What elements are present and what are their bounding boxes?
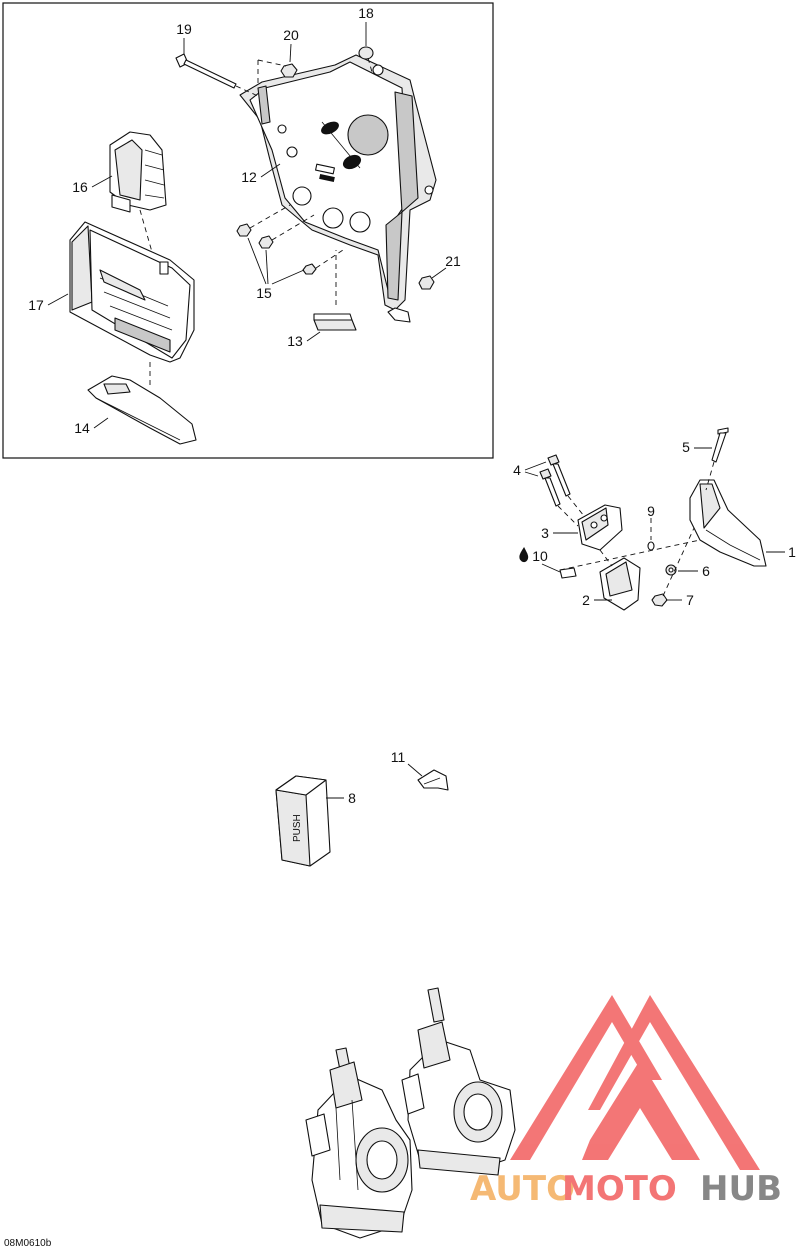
svg-text:2: 2: [582, 592, 590, 608]
callout-21: 21: [431, 253, 461, 279]
watermark-triangle-logo: [510, 995, 760, 1170]
watermark-text-hub: HUB: [700, 1169, 782, 1209]
callout-17: 17: [28, 293, 69, 313]
svg-text:8: 8: [348, 790, 356, 806]
callout-11: 11: [391, 749, 423, 777]
svg-text:4: 4: [513, 462, 521, 478]
part-20-nut: [257, 59, 298, 84]
part-18-nut: [358, 46, 374, 73]
svg-text:PUSH: PUSH: [292, 814, 303, 842]
svg-text:12: 12: [241, 169, 257, 185]
cable: [286, 567, 577, 1081]
svg-text:7: 7: [686, 592, 694, 608]
svg-text:9: 9: [647, 503, 655, 519]
callout-18: 18: [358, 5, 374, 46]
callout-16: 16: [72, 175, 113, 195]
callout-8: 8: [326, 790, 356, 806]
watermark-text-auto: AUTO: [470, 1169, 575, 1209]
callout-6: 6: [678, 563, 710, 579]
svg-text:11: 11: [391, 749, 406, 765]
svg-text:13: 13: [287, 333, 303, 349]
part-5-pin: [705, 427, 729, 491]
callout-2: 2: [582, 592, 612, 608]
part-13-pad: [313, 250, 357, 331]
svg-text:16: 16: [72, 179, 88, 195]
part-7-nut: [651, 527, 695, 607]
part-8-junction-box: PUSH: [275, 775, 331, 867]
part-3-housing: [577, 504, 623, 551]
svg-text:3: 3: [541, 525, 549, 541]
part-19-bolt: [175, 53, 259, 97]
lubricant-drop-icon: [519, 547, 529, 562]
drawing-code: 08M0610b: [4, 1238, 52, 1249]
svg-text:21: 21: [445, 253, 461, 269]
part-11-clip: [417, 769, 449, 791]
svg-text:5: 5: [682, 439, 690, 455]
svg-text:18: 18: [358, 5, 374, 21]
svg-text:1: 1: [788, 544, 796, 560]
callout-10: 10: [519, 547, 561, 573]
callout-4: 4: [513, 461, 547, 478]
part-14-tray: [87, 375, 197, 445]
callout-5: 5: [682, 439, 712, 455]
inset-frame: [2, 2, 494, 459]
svg-text:17: 17: [28, 297, 44, 313]
svg-text:19: 19: [176, 21, 192, 37]
callout-13: 13: [287, 331, 321, 349]
part-2-lower-housing: [599, 549, 641, 611]
part-1-lever: [689, 479, 785, 567]
callout-12: 12: [241, 163, 281, 185]
part-6-washer: [665, 564, 677, 576]
callout-20: 20: [283, 27, 299, 63]
part-17-control-module: [69, 221, 195, 388]
svg-text:15: 15: [256, 285, 272, 301]
callout-1: 1: [788, 544, 796, 560]
svg-text:6: 6: [702, 563, 710, 579]
callout-14: 14: [74, 417, 109, 436]
part-4-screws: [539, 454, 585, 527]
callout-3: 3: [541, 525, 578, 541]
svg-text:20: 20: [283, 27, 299, 43]
part-12-bracket-plate: [239, 54, 437, 323]
callout-19: 19: [176, 21, 192, 54]
part-15-nuts: [236, 204, 347, 275]
callout-9: 9: [647, 503, 655, 519]
part-9-washer: [647, 518, 655, 551]
svg-text:10: 10: [532, 548, 548, 564]
callout-7: 7: [666, 592, 694, 608]
carburetors: [305, 1021, 516, 1239]
watermark-text-moto: MOTO: [562, 1169, 677, 1209]
svg-text:14: 14: [74, 420, 90, 436]
callout-15: 15: [247, 237, 305, 301]
watermark-logo: AUTO MOTO HUB: [470, 995, 782, 1209]
part-16-connector-clip: [109, 131, 167, 253]
part-21-nut: [418, 275, 435, 290]
